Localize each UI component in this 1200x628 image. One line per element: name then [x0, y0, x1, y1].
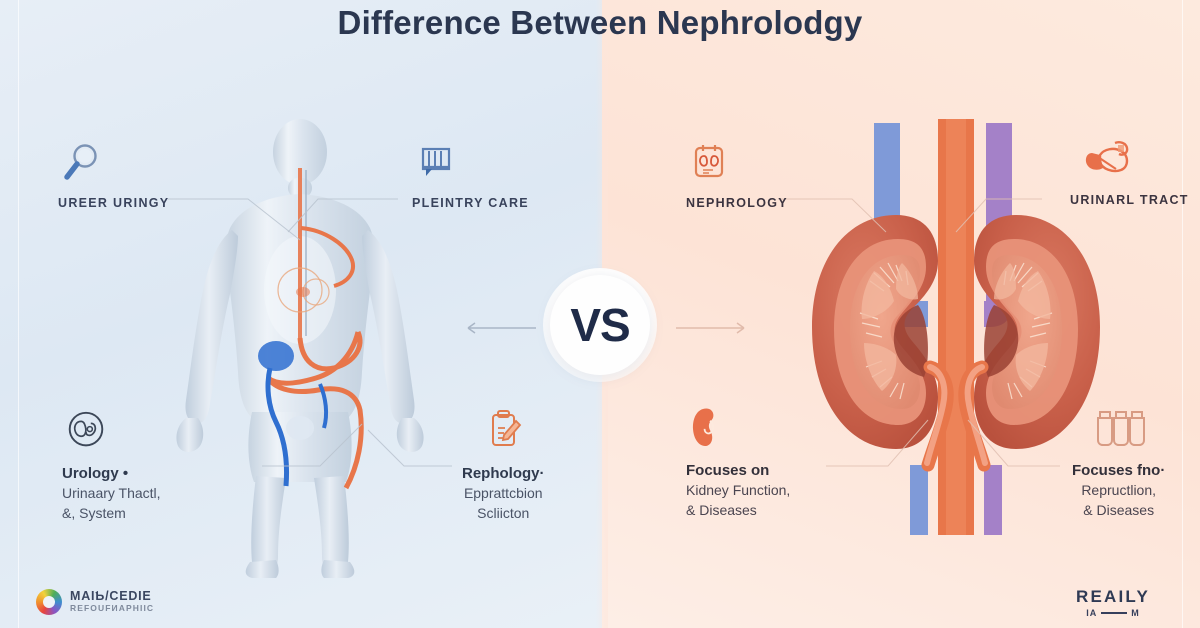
label-ureer-uringy[interactable]: UREER URINGY [58, 140, 169, 210]
label-caption: NEPHROLOGY [686, 196, 788, 210]
label-caption: PLEINTRY CARE [412, 196, 529, 210]
left-arrow-icon [467, 322, 536, 334]
footer-right-logo-line1: REAILY [1076, 587, 1150, 606]
vs-circle: VS [550, 275, 650, 375]
vs-label: VS [570, 299, 630, 351]
clipboard-pen-icon [492, 410, 522, 446]
label-title: Rephology· [462, 465, 545, 482]
chart-building-icon [421, 147, 451, 176]
label-title: Urology • [62, 465, 129, 482]
label-line1: Urinaary Thactl, [62, 485, 161, 502]
label-caption: UREER URINGY [58, 196, 170, 210]
right-arrow-icon [676, 322, 745, 334]
footer-left-logo-line1: MAIƄ/CEDIE [70, 588, 152, 603]
label-pleintry-care[interactable]: PLEINTRY CARE [412, 140, 529, 210]
label-line1: Repructlion, [1081, 482, 1157, 499]
kidney-icon [692, 408, 715, 446]
label-nephrology[interactable]: NEPHROLOGY [686, 140, 788, 210]
color-spiral-logo-icon [36, 589, 62, 615]
left-edge-rule [18, 0, 19, 628]
label-line2: & Diseases [686, 502, 757, 519]
kidney-left [812, 215, 954, 472]
label-line1: Kidney Function, [686, 482, 791, 499]
label-line2: Scliicton [477, 505, 530, 522]
bladder-icon [1085, 141, 1129, 173]
label-caption: URINARL TRACT [1070, 193, 1189, 207]
kidney-badge-icon [68, 411, 104, 447]
footer-right-logo: REAILY IA M [1076, 588, 1150, 618]
label-line1: Epprattcbion [463, 485, 543, 502]
footer-left-logo: MAIƄ/CEDIE REFOUFИAPHIIC [36, 589, 154, 615]
clipboard-kidney-icon [694, 145, 724, 178]
vs-badge: VS [543, 268, 657, 382]
label-line2: &, System [62, 505, 126, 522]
label-focuses-kidney[interactable]: Focuses on Kidney Function, & Diseases [686, 405, 790, 521]
label-urology[interactable]: Urology • Urinaary Thactl, &, System [62, 408, 161, 524]
page-title: Difference Between Nephrolodgy [337, 4, 863, 41]
footer-right-logo-line2: IA M [1076, 608, 1150, 618]
right-edge-rule [1182, 0, 1183, 628]
label-line2: & Diseases [1083, 502, 1155, 519]
label-rephology[interactable]: Rephology· Epprattcbion Scliicton [462, 408, 545, 524]
footer-right-logo-ia: IA [1086, 608, 1098, 618]
test-vials-icon [1096, 411, 1145, 446]
magnifier-icon [64, 144, 97, 180]
label-title: Focuses on [686, 462, 770, 479]
label-focuses-reproduction[interactable]: Focuses fno· Repructlion, & Diseases [1072, 405, 1165, 521]
kidney-right [958, 215, 1100, 472]
footer-right-logo-m: M [1131, 608, 1140, 618]
footer-right-logo-rule [1101, 612, 1128, 614]
label-title: Focuses fno· [1072, 462, 1166, 479]
label-urinarl-tract[interactable]: URINARL TRACT [1070, 135, 1189, 207]
footer-left-logo-line2: REFOUFИAPHIIC [70, 603, 155, 614]
